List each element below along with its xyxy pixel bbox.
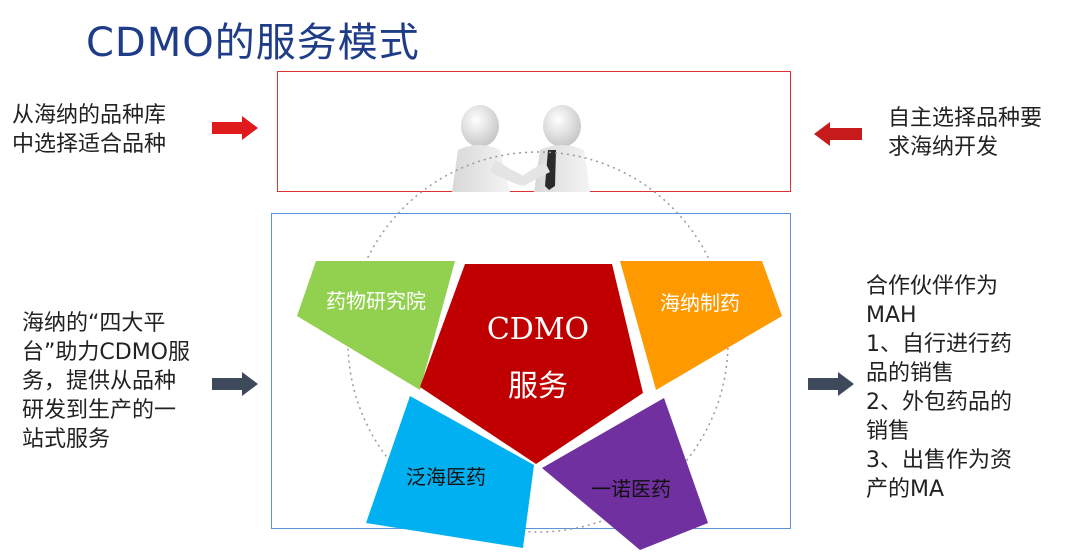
right-arrow-icon-dark-2 xyxy=(808,372,854,396)
left-arrow-icon xyxy=(814,122,862,146)
segment-label-top-left: 药物研究院 xyxy=(326,289,426,313)
right-arrow-icon xyxy=(212,116,258,140)
segment-label-top-right: 海纳制药 xyxy=(660,291,740,315)
center-pentagon xyxy=(420,264,643,464)
right-arrow-icon-dark xyxy=(212,372,258,396)
segment-top-right xyxy=(620,261,782,390)
page-title: CDMO的服务模式 xyxy=(86,20,420,66)
right-mid-text: 合作伙伴作为 MAH 1、自行进行药 品的销售 2、外包药品的 销售 3、出售作… xyxy=(866,274,1012,502)
handshake-figures-icon xyxy=(452,105,590,192)
segment-bottom-left xyxy=(366,396,534,548)
right-top-text: 自主选择品种要 求海纳开发 xyxy=(888,106,1043,160)
center-label-line2: 服务 xyxy=(508,369,568,404)
left-top-text: 从海纳的品种库 中选择适合品种 xyxy=(12,103,167,157)
segment-bottom-right xyxy=(542,398,708,550)
segment-top-left xyxy=(297,261,455,390)
center-label-line1: CDMO xyxy=(487,312,589,347)
segment-label-bottom-left: 泛海医药 xyxy=(406,465,486,489)
service-frame xyxy=(271,213,791,529)
left-mid-text: 海纳的“四大平 台”助力CDMO服 务，提供从品种 研发到生产的一 站式服务 xyxy=(22,311,190,452)
handshake-frame xyxy=(277,71,791,192)
segment-label-bottom-right: 一诺医药 xyxy=(591,477,671,501)
